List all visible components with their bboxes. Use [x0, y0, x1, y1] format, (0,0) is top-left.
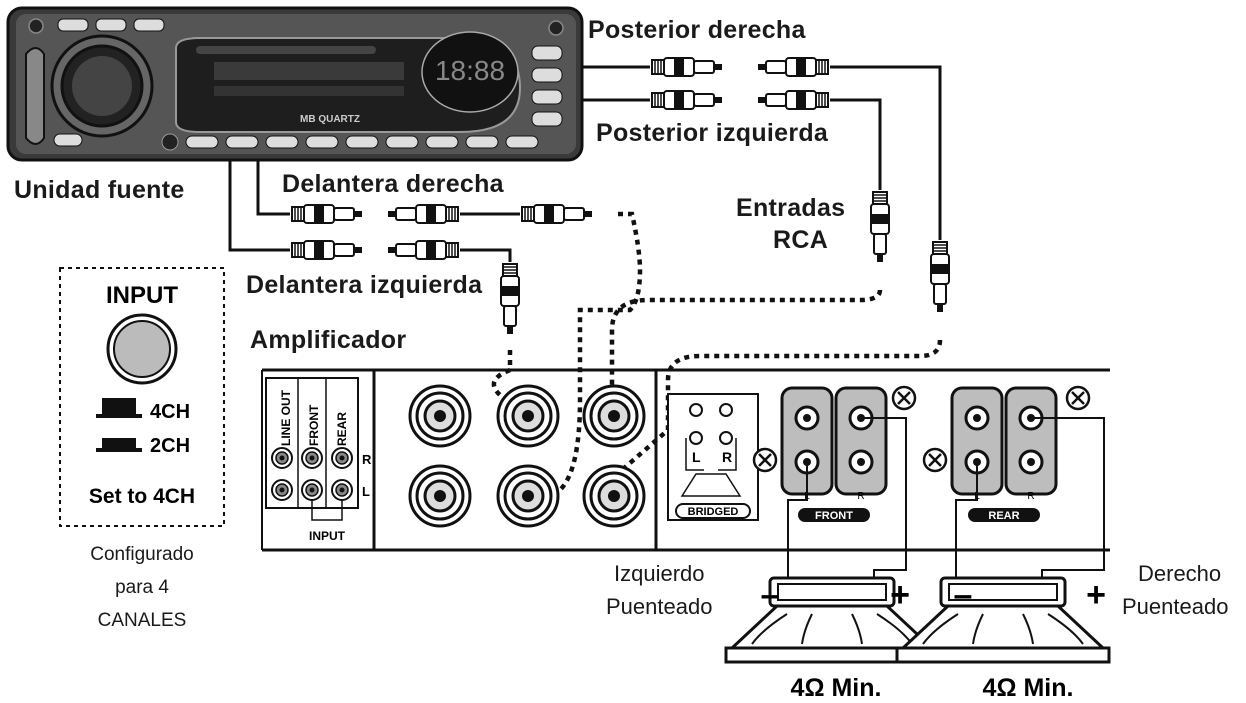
rca-jack-4	[408, 464, 472, 528]
right-speaker	[895, 576, 1111, 664]
front-input-label: FRONT	[307, 404, 321, 446]
rear-input-label: REAR	[335, 412, 349, 446]
rca-jack-3	[582, 384, 646, 448]
left-speaker-impedance: 4Ω Min.	[791, 674, 882, 702]
front-l-jack	[301, 479, 323, 501]
front-terminal-label: FRONT	[815, 510, 853, 522]
left-bridged-label-1: Izquierdo	[614, 561, 705, 586]
config-label-3: CANALES	[97, 610, 187, 631]
right-bridged-label-1: Derecho	[1138, 561, 1222, 586]
front-right-label: Delantera derecha	[282, 170, 504, 198]
front-r-terminal-label: R	[857, 491, 864, 502]
bridged-l-label: L	[692, 449, 701, 465]
bridged-label: BRIDGED	[688, 506, 739, 518]
front-terminals: L R FRONT	[780, 386, 888, 522]
screw-icon	[922, 447, 948, 473]
switch-4ch-label: 4CH	[150, 401, 190, 423]
display-clock: 18:88	[435, 55, 505, 86]
input-group-label: INPUT	[309, 529, 346, 543]
switch-2ch-icon	[96, 438, 142, 452]
line-out-label: LINE OUT	[279, 389, 293, 446]
rear-left-label: Posterior izquierda	[596, 119, 829, 147]
rear-terminal-label: REAR	[988, 510, 1019, 522]
rear-r-jack	[331, 447, 353, 469]
line-out-r-jack	[271, 447, 293, 469]
left-speaker-plus: +	[890, 576, 910, 614]
front-r-jack	[301, 447, 323, 469]
rca-inputs-label-2: RCA	[773, 226, 829, 254]
rca-inputs-label-1: Entradas	[736, 194, 846, 222]
rear-l-jack	[331, 479, 353, 501]
rca-jack-1	[408, 384, 472, 448]
input-switch-title: INPUT	[106, 282, 178, 309]
wires	[228, 65, 942, 262]
switch-4ch-icon	[96, 398, 142, 418]
left-speaker-minus: –	[761, 576, 780, 614]
bridged-diagram: L R BRIDGED	[667, 393, 759, 521]
right-speaker-impedance: 4Ω Min.	[983, 674, 1074, 702]
right-bridged-label-2: Puenteado	[1122, 594, 1229, 619]
input-switch-box: INPUT 4CH 2CH Set to 4CH	[59, 267, 225, 527]
screw-icon	[1065, 385, 1091, 411]
rca-jack-6	[582, 464, 646, 528]
screw-icon	[891, 385, 917, 411]
screw-icon	[752, 447, 778, 473]
rear-terminals: L R REAR	[950, 386, 1058, 522]
front-left-label: Delantera izquierda	[246, 271, 483, 299]
bridged-r-label: R	[722, 449, 732, 465]
brand-logo: MB QUARTZ	[300, 114, 360, 125]
line-out-l-jack	[271, 479, 293, 501]
right-speaker-minus: –	[954, 576, 973, 614]
rear-r-terminal-label: R	[1027, 491, 1034, 502]
config-label-1: Configurado	[90, 544, 194, 565]
amplifier-label: Amplificador	[250, 326, 407, 354]
source-unit-label: Unidad fuente	[14, 176, 185, 204]
channel-r-label: R	[362, 452, 372, 467]
head-unit: 18:88 MB QUARTZ	[6, 6, 584, 162]
rear-right-label: Posterior derecha	[588, 16, 806, 44]
left-bridged-label-2: Puenteado	[606, 594, 713, 619]
switch-2ch-label: 2CH	[150, 435, 190, 457]
config-label-2: para 4	[115, 577, 169, 598]
switch-instruction: Set to 4CH	[89, 485, 195, 508]
rca-jack-2	[496, 384, 560, 448]
right-speaker-plus: +	[1086, 576, 1106, 614]
rca-jack-5	[496, 464, 560, 528]
channel-l-label: L	[362, 484, 370, 499]
amplifier-panel: LINE OUT FRONT REAR R L INPUT L R	[261, 368, 1110, 552]
